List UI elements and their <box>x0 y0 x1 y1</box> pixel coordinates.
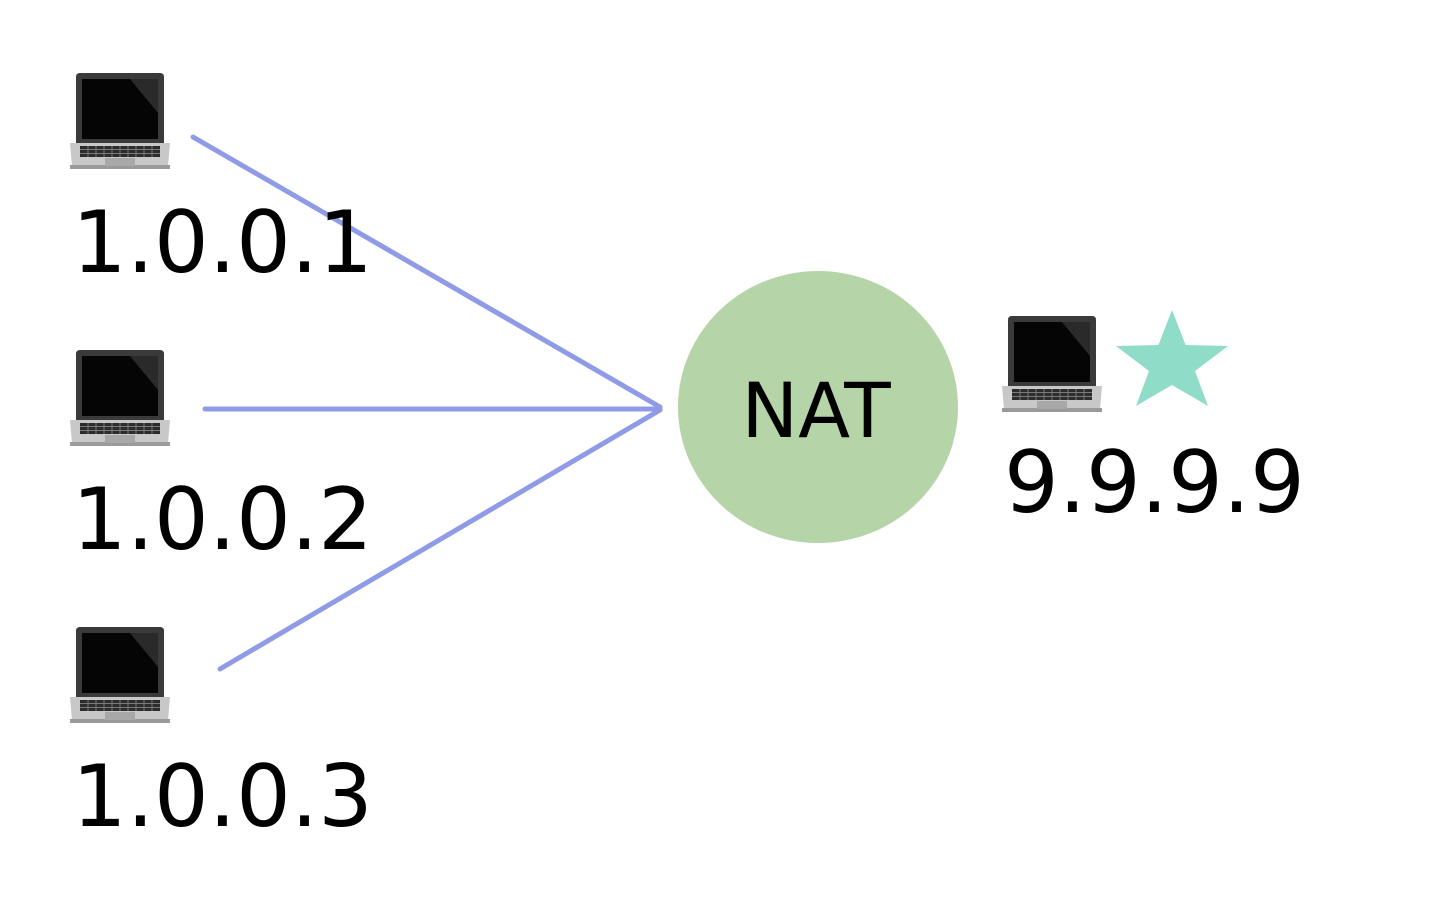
laptop-icon <box>69 626 171 724</box>
link-host-3-to-nat <box>217 407 663 672</box>
laptop-icon <box>1001 315 1103 413</box>
link-host-1-to-nat <box>190 134 663 410</box>
star-icon <box>1116 310 1228 406</box>
public-host-ip-label: 9.9.9.9 <box>1004 433 1305 533</box>
laptop-icon <box>69 72 171 170</box>
laptop-icon <box>69 349 171 447</box>
host-ip-label: 1.0.0.2 <box>72 470 373 570</box>
public-host-node: 9.9.9.9 <box>1001 310 1305 533</box>
host-ip-label: 1.0.0.3 <box>72 747 373 847</box>
host-node: 1.0.0.1 <box>69 72 373 293</box>
host-ip-label: 1.0.0.1 <box>72 193 373 293</box>
nat-circle <box>678 271 958 543</box>
host-node: 1.0.0.2 <box>69 349 373 570</box>
host-node: 1.0.0.3 <box>69 626 373 847</box>
nat-node: NAT <box>678 271 958 543</box>
nat-label: NAT <box>741 366 891 455</box>
